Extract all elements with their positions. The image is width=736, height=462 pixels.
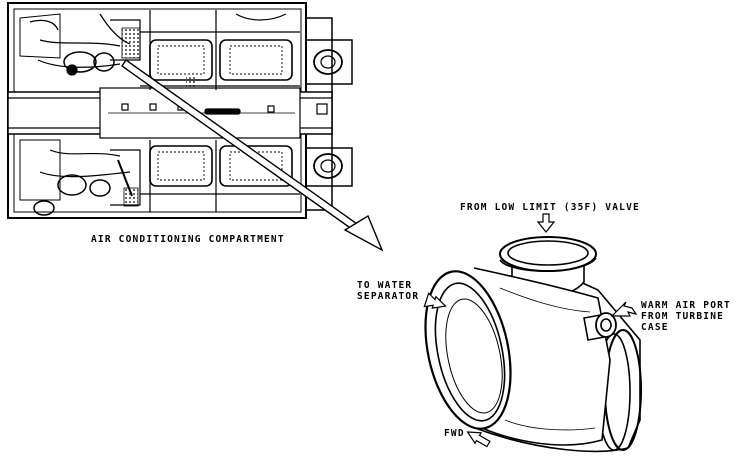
inlet-leader-arrow xyxy=(536,213,556,233)
lower-equipment xyxy=(19,139,300,216)
fwd-label: FWD xyxy=(444,428,465,439)
port-leader-arrow xyxy=(610,301,638,317)
mounting-lug-upper xyxy=(305,39,353,85)
port-label: WARM AIR PORT FROM TURBINE CASE xyxy=(641,300,731,333)
port-label-line-3: CASE xyxy=(641,322,669,333)
outlet-leader-arrow xyxy=(423,292,447,309)
port-label-line-2: FROM TURBINE xyxy=(641,311,725,322)
outlet-label-line-2: SEPARATOR xyxy=(357,291,420,302)
fwd-arrow xyxy=(466,431,491,448)
upper-equipment xyxy=(19,10,300,90)
outlet-label: TO WATER SEPARATOR xyxy=(357,280,419,302)
compartment-overview xyxy=(7,2,353,219)
callout-arrow xyxy=(121,59,384,252)
warm-air-port xyxy=(583,312,617,341)
compartment-label: AIR CONDITIONING COMPARTMENT xyxy=(91,234,285,245)
separator-shell xyxy=(424,236,642,453)
mounting-lug-lower xyxy=(305,147,353,187)
outlet-rim xyxy=(424,270,512,430)
inlet-label: FROM LOW LIMIT (35F) VALVE xyxy=(460,202,640,213)
port-label-line-1: WARM AIR PORT xyxy=(641,300,731,311)
outlet-label-line-1: TO WATER xyxy=(357,280,413,291)
leader-arrows xyxy=(423,213,638,448)
keel-beam xyxy=(7,87,333,139)
